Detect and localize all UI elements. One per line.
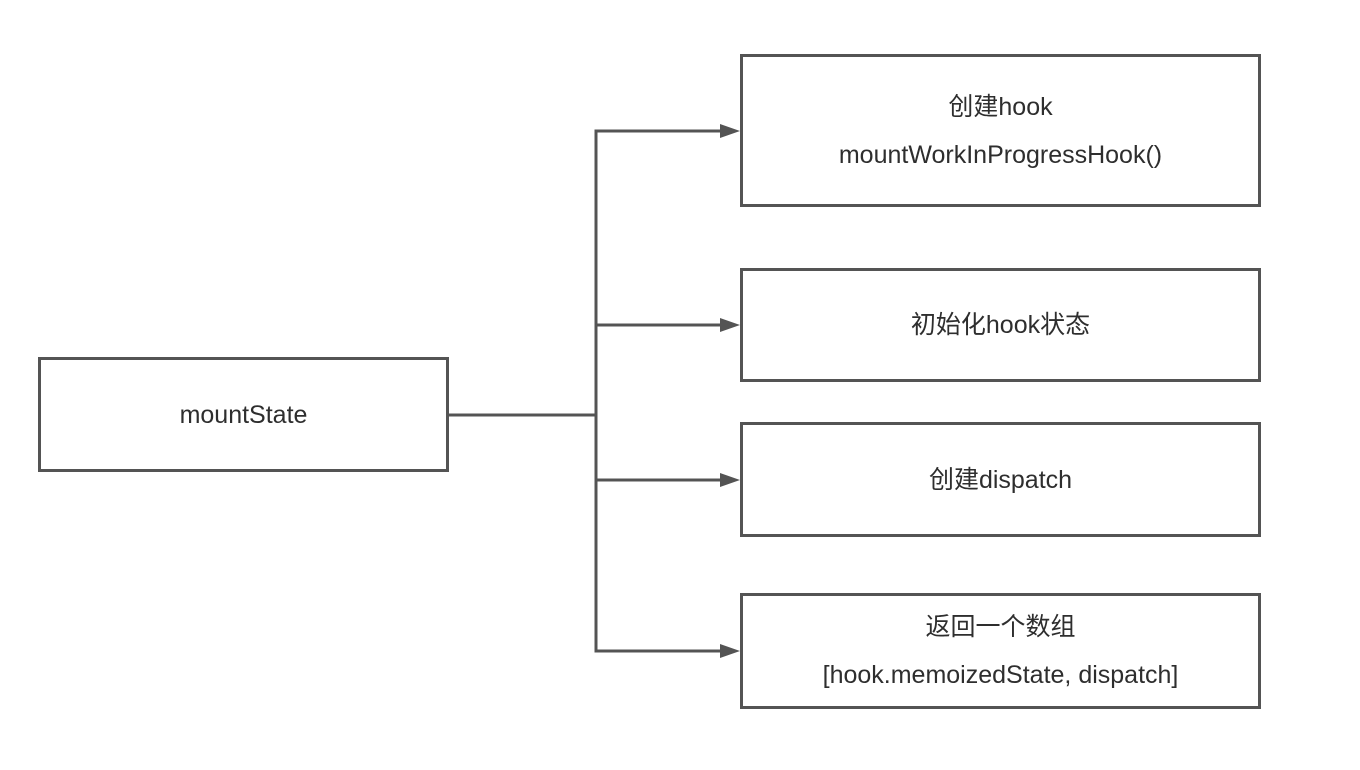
node-label-line: mountWorkInProgressHook() — [838, 140, 1163, 169]
node-label-line: 创建hook — [948, 92, 1053, 121]
node-mountstate: mountState — [38, 357, 449, 472]
node-label-line: 返回一个数组 — [925, 613, 1076, 641]
node-label-line: 创建dispatch — [928, 465, 1073, 494]
arrowhead-icon — [720, 318, 740, 332]
arrowhead-icon — [720, 644, 740, 658]
node-create-hook: 创建hook mountWorkInProgressHook() — [740, 54, 1261, 207]
node-create-dispatch: 创建dispatch — [740, 422, 1261, 537]
node-label: mountState — [179, 400, 308, 429]
node-init-hook-state: 初始化hook状态 — [740, 268, 1261, 382]
arrowhead-icon — [720, 473, 740, 487]
node-return-array: 返回一个数组 [hook.memoizedState, dispatch] — [740, 593, 1261, 709]
node-label-line: 初始化hook状态 — [910, 311, 1091, 339]
arrowhead-icon — [720, 124, 740, 138]
node-label-line: [hook.memoizedState, dispatch] — [822, 661, 1179, 689]
